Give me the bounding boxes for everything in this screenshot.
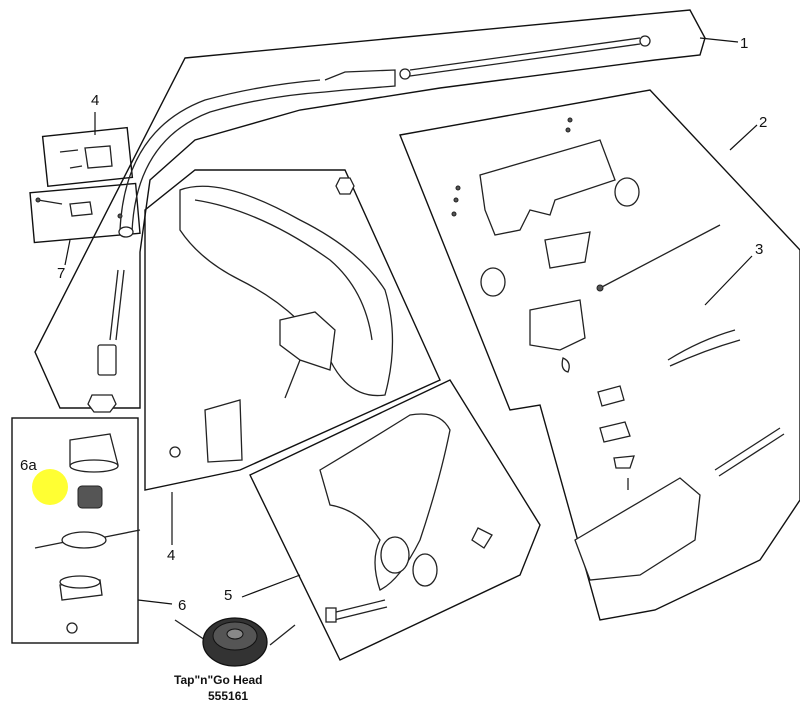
guard-panel	[144, 169, 441, 491]
shaft-panel	[34, 9, 706, 409]
spool-caption-part-number: 555161	[208, 689, 248, 703]
guard-alt-part	[319, 413, 493, 623]
trigger-parts	[574, 329, 785, 581]
part7-parts	[35, 197, 123, 219]
callout-2: 2	[759, 114, 767, 131]
tapngo-head-spool	[174, 617, 296, 667]
callout-4-bottom: 4	[167, 547, 175, 564]
part4-box	[41, 126, 134, 188]
callout-6: 6	[178, 597, 186, 614]
callout-5: 5	[224, 587, 232, 604]
callouts: 1 2 3 4 7 6a 4 5 6	[20, 35, 767, 614]
part7-box	[29, 182, 141, 244]
leader-lines	[64, 37, 758, 605]
callout-7: 7	[57, 265, 65, 282]
spool-caption-name: Tap"n"Go Head	[174, 673, 263, 687]
shaft-assembly	[87, 35, 651, 413]
handle-parts-panel	[399, 89, 800, 621]
guard-alt-panel	[249, 379, 541, 661]
head-parts	[34, 433, 141, 634]
callout-1: 1	[740, 35, 748, 52]
callout-6a: 6a	[20, 457, 37, 474]
handle-parts	[451, 117, 721, 373]
highlight-marker	[32, 469, 68, 505]
guard-part	[169, 177, 394, 463]
part4-parts	[59, 145, 113, 169]
callout-4-top: 4	[91, 92, 99, 109]
callout-3: 3	[755, 241, 763, 258]
